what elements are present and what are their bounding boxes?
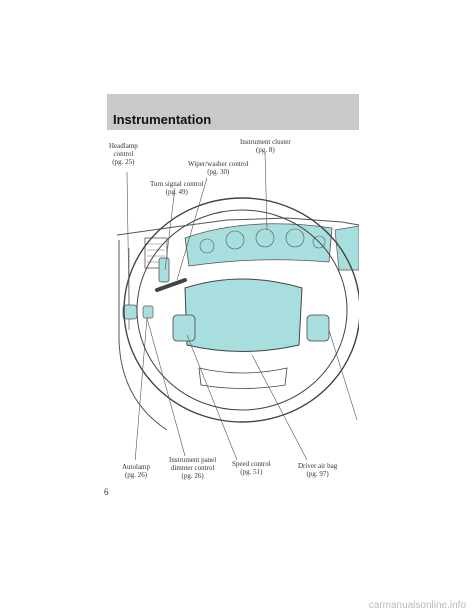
gauge-icon (199, 238, 215, 254)
steering-wheel-illustration (116, 151, 359, 460)
section-title: Instrumentation (113, 112, 212, 127)
watermark: carmanualsonline.info (368, 600, 466, 611)
callout-autolamp: Autolamp (pg. 26) (122, 463, 150, 479)
speed-control-buttons-right (306, 314, 330, 342)
steering-wheel-lower-spoke (198, 367, 288, 389)
speed-control-buttons-left (172, 314, 196, 342)
right-dash-panel (334, 225, 359, 271)
gauge-icon (255, 228, 275, 248)
dashboard-left-edge (118, 240, 168, 431)
headlamp-control (122, 304, 138, 320)
gauge-icon (312, 235, 326, 249)
section-header-bar: Instrumentation (107, 94, 359, 130)
callout-speed-control: Speed control (pg. 51) (232, 460, 271, 476)
dashboard-top-edge (116, 217, 359, 236)
callout-driver-air-bag: Driver air bag (pg. 97) (298, 462, 338, 478)
driver-air-bag (184, 278, 303, 352)
turn-signal-stalk (155, 278, 187, 292)
gauge-icon (225, 230, 245, 250)
dimmer-control (142, 305, 154, 319)
page-number: 6 (104, 487, 109, 497)
gauge-icon (285, 228, 305, 248)
wiper-washer-control (158, 257, 170, 283)
callout-dimmer-control: Instrument panel dimmer control (pg. 26) (169, 456, 217, 480)
leader-lines (126, 151, 358, 460)
steering-wheel-rim-outer (123, 197, 359, 423)
steering-wheel-rim-inner (136, 209, 348, 411)
callout-wiper-washer-control: Wiper/washer control (pg. 30) (188, 160, 249, 176)
instrument-cluster (184, 223, 333, 267)
callout-headlamp-control: Headlamp control (pg. 25) (109, 142, 138, 166)
callout-turn-signal-control: Turn signal control (pg. 49) (150, 180, 204, 196)
callout-instrument-cluster: Instrument cluster (pg. 8) (240, 138, 291, 154)
